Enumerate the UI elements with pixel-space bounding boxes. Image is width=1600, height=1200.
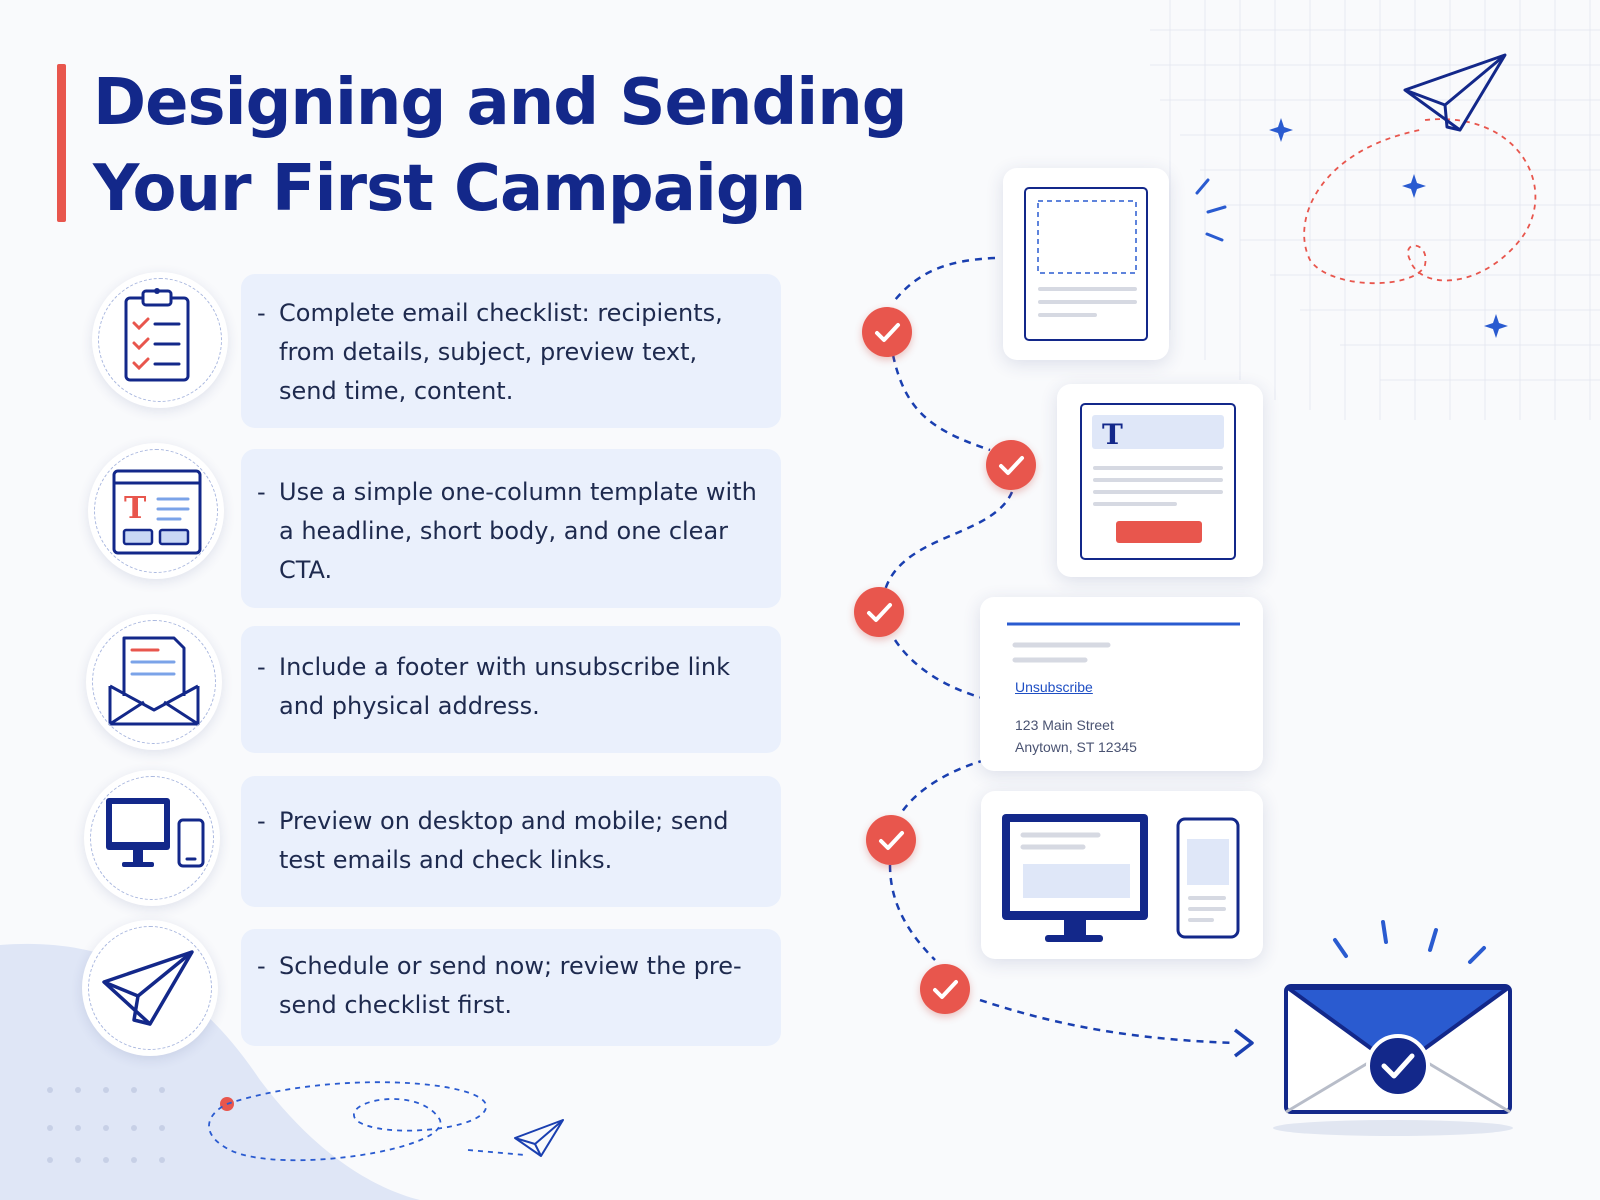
- paper-plane-icon: [102, 950, 194, 1026]
- step-1-box: - Complete email checklist: recipients, …: [241, 274, 781, 428]
- step-2-label: Use a simple one-column template with a …: [279, 478, 757, 584]
- step-3-icon-circle: [86, 614, 222, 750]
- footer-card: Unsubscribe 123 Main Street Anytown, ST …: [980, 597, 1263, 771]
- check-marker-2: [986, 440, 1036, 490]
- title-line-1: Designing and Sending: [93, 66, 908, 140]
- step-5-dash: -: [257, 952, 266, 980]
- document-icon: [1024, 187, 1148, 341]
- svg-text:T: T: [124, 491, 147, 526]
- check-icon: [867, 603, 892, 622]
- check-icon: [879, 831, 904, 850]
- top-paper-plane-icon: [1403, 53, 1507, 132]
- template-preview-icon: T: [1080, 403, 1236, 560]
- desktop-mobile-preview-icon: [1002, 814, 1240, 942]
- check-marker-4: [866, 815, 916, 865]
- sent-envelope-icon: [1273, 984, 1513, 1136]
- envelope-letter-icon: [108, 636, 200, 726]
- step-3-dash: -: [257, 653, 266, 681]
- unsubscribe-link[interactable]: Unsubscribe: [1015, 679, 1093, 695]
- step-1-text: - Complete email checklist: recipients, …: [257, 294, 757, 411]
- title-line-2: Your First Campaign: [93, 152, 806, 226]
- step-2-box: - Use a simple one-column template with …: [241, 449, 781, 608]
- checklist-card: [1003, 168, 1169, 360]
- step-3-label: Include a footer with unsubscribe link a…: [279, 653, 731, 720]
- step-2-text: - Use a simple one-column template with …: [257, 473, 757, 590]
- step-1-dash: -: [257, 299, 266, 327]
- check-icon: [933, 980, 958, 999]
- address-line-2: Anytown, ST 12345: [1015, 739, 1137, 755]
- template-card: T: [1057, 384, 1263, 577]
- step-4-icon-circle: [84, 770, 220, 906]
- step-5-box: - Schedule or send now; review the pre-s…: [241, 929, 781, 1046]
- checklist-clipboard-icon: [124, 288, 190, 382]
- step-4-box: - Preview on desktop and mobile; send te…: [241, 776, 781, 907]
- check-marker-5: [920, 964, 970, 1014]
- step-2-icon-circle: T: [88, 443, 224, 579]
- preview-card: [981, 791, 1263, 959]
- step-5-icon-circle: [82, 920, 218, 1056]
- step-2-dash: -: [257, 478, 266, 506]
- step-4-text: - Preview on desktop and mobile; send te…: [257, 802, 757, 880]
- check-icon: [875, 323, 900, 342]
- step-1-icon-circle: [92, 272, 228, 408]
- title-accent-bar: [57, 64, 66, 222]
- desktop-mobile-icon: [106, 798, 205, 868]
- page-title: Designing and Sending Your First Campaig…: [93, 60, 908, 232]
- check-icon: [999, 456, 1024, 475]
- step-1-label: Complete email checklist: recipients, fr…: [279, 299, 723, 405]
- physical-address: 123 Main Street Anytown, ST 12345: [1015, 714, 1137, 758]
- template-letter: T: [1102, 418, 1123, 451]
- step-5-text: - Schedule or send now; review the pre-s…: [257, 947, 757, 1025]
- footer-lines: [1007, 622, 1240, 663]
- address-line-1: 123 Main Street: [1015, 717, 1114, 733]
- step-4-dash: -: [257, 807, 266, 835]
- step-3-box: - Include a footer with unsubscribe link…: [241, 626, 781, 753]
- step-5-label: Schedule or send now; review the pre-sen…: [279, 952, 742, 1019]
- check-marker-1: [862, 307, 912, 357]
- step-3-text: - Include a footer with unsubscribe link…: [257, 648, 757, 726]
- small-paper-plane-icon: [514, 1119, 564, 1157]
- step-4-label: Preview on desktop and mobile; send test…: [279, 807, 729, 874]
- email-template-icon: T: [112, 469, 202, 555]
- check-marker-3: [854, 587, 904, 637]
